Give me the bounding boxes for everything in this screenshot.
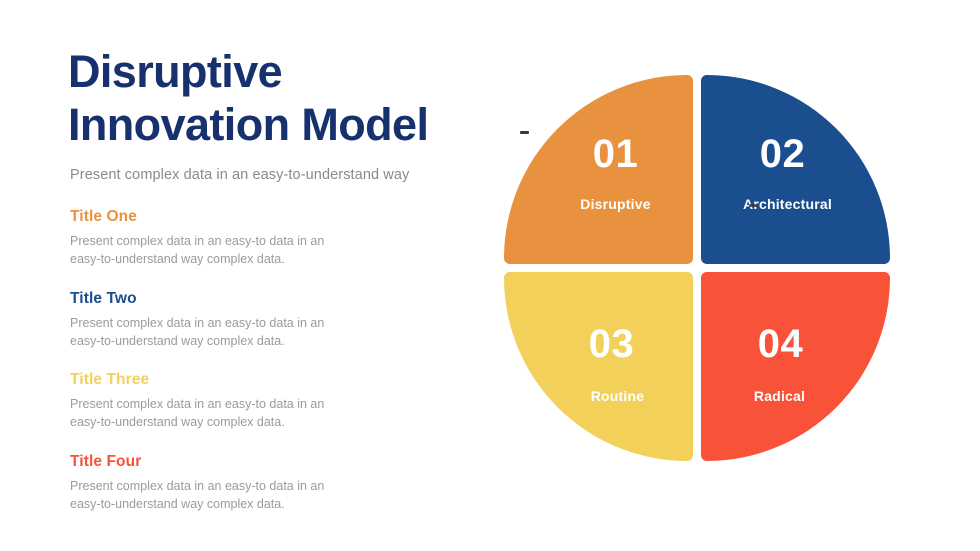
- quadrant-segment-radical[interactable]: 04 Radical: [701, 272, 890, 461]
- quadrant-number: 01: [592, 131, 639, 176]
- feature-list: Title One Present complex data in an eas…: [68, 208, 468, 513]
- quadrant-label: Radical: [753, 387, 806, 404]
- left-content-column: Disruptive Innovation Model Present comp…: [68, 46, 468, 513]
- list-item-three: Title Three Present complex data in an e…: [68, 371, 468, 432]
- quadrant-label: Disruptive: [580, 195, 651, 212]
- list-item-body: Present complex data in an easy-to data …: [70, 397, 325, 430]
- quadrant-number: 02: [759, 131, 806, 176]
- list-item-body: Present complex data in an easy-to data …: [70, 478, 325, 511]
- page-title-line-1: Disruptive: [68, 46, 283, 97]
- quadrant-label: Architectural: [743, 195, 832, 212]
- scan-artifact-mark: [749, 204, 758, 207]
- quadrant-segment-routine[interactable]: 03 Routine: [504, 272, 693, 461]
- quadrant-segment-architectural[interactable]: 02 Architectural: [701, 75, 890, 264]
- page-title: Disruptive Innovation Model: [68, 46, 468, 151]
- list-item-one: Title One Present complex data in an eas…: [68, 208, 468, 269]
- quadrant-number: 04: [757, 321, 804, 366]
- list-item-title: Title Three: [70, 371, 150, 389]
- scan-artifact-mark: [520, 131, 529, 134]
- list-item-body: Present complex data in an easy-to data …: [70, 234, 325, 267]
- list-item-title: Title One: [70, 208, 137, 226]
- quadrant-number: 03: [588, 321, 635, 366]
- list-item-title: Title Two: [70, 289, 137, 307]
- quadrant-circle-diagram: 01 Disruptive 02 Architectural 03 Routin…: [504, 75, 890, 461]
- list-item-four: Title Four Present complex data in an ea…: [68, 453, 468, 514]
- page-title-line-2: Innovation Model: [68, 98, 429, 150]
- quadrant-label: Routine: [590, 387, 645, 404]
- page-subtitle: Present complex data in an easy-to-under…: [70, 167, 410, 184]
- list-item-body: Present complex data in an easy-to data …: [70, 315, 325, 348]
- quadrant-segment-disruptive[interactable]: 01 Disruptive: [504, 75, 693, 264]
- list-item-two: Title Two Present complex data in an eas…: [68, 290, 468, 351]
- list-item-title: Title Four: [70, 452, 142, 470]
